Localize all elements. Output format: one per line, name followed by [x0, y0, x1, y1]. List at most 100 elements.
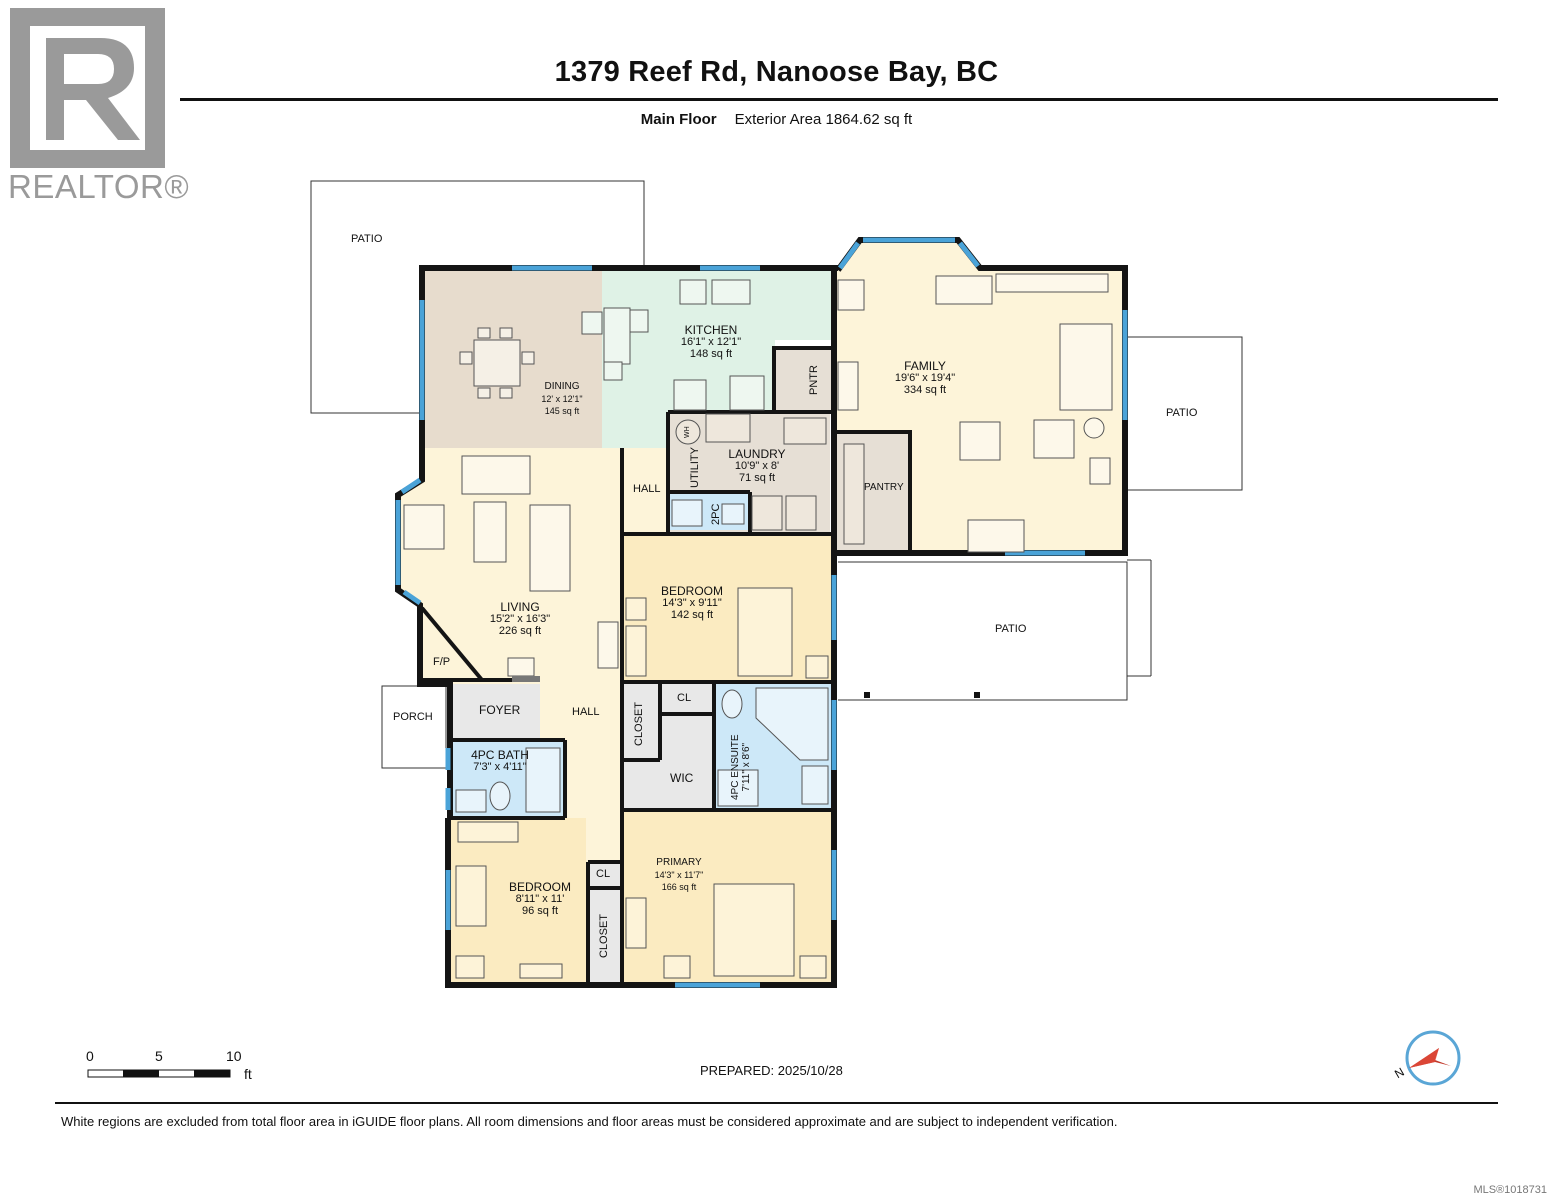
room-name: PRIMARY: [656, 857, 702, 868]
footer-rule: [55, 1102, 1498, 1104]
room-area: 226 sq ft: [498, 625, 542, 637]
room-area: 71 sq ft: [738, 472, 776, 484]
floor-name: Main Floor: [640, 111, 717, 128]
prepared-date: PREPARED: 2025/10/28: [700, 1063, 843, 1078]
room-area: 96 sq ft: [521, 905, 559, 917]
room-name: 4PC ENSUITE: [730, 734, 741, 800]
room-living: LIVING 15'2" x 16'3" 226 sq ft: [490, 601, 550, 637]
room-area: 334 sq ft: [903, 384, 947, 396]
sofa-living-2: [529, 504, 571, 592]
bed-1: [737, 587, 793, 677]
scale-tick-0: 0: [86, 1048, 94, 1064]
foyer-floor: [450, 684, 540, 740]
cl-b-floor: [588, 862, 622, 886]
fridge: [729, 375, 765, 411]
room-bedroom-1: BEDROOM 14'3" x 9'11" 142 sq ft: [661, 585, 723, 621]
kitchen-island: [603, 307, 631, 365]
label-closet-a: CLOSET: [633, 701, 645, 746]
patio-nw-outline: [310, 180, 645, 414]
bed-primary: [713, 883, 795, 977]
coffee-table: [473, 501, 507, 563]
room-name: LIVING: [500, 600, 540, 614]
label-cl-a: CL: [677, 692, 692, 704]
room-area: 148 sq ft: [689, 348, 733, 360]
bathtub-4pc: [525, 747, 561, 813]
realtor-wordmark: REALTOR®: [8, 168, 190, 205]
exterior-area: Exterior Area 1864.62 sq ft: [734, 111, 913, 128]
room-family: FAMILY 19'6" x 19'4" 334 sq ft: [895, 360, 955, 396]
room-dims: 14'3" x 11'7": [654, 870, 704, 880]
title-rule: [180, 98, 1498, 101]
label-patio-se: PATIO: [995, 623, 1027, 635]
room-dims: 12' x 12'1": [541, 394, 583, 404]
label-closet-b: CLOSET: [598, 913, 610, 958]
stove: [673, 379, 707, 411]
label-hall-upper: HALL: [633, 483, 661, 495]
label-pantry: PANTRY: [864, 482, 904, 493]
room-name: FAMILY: [904, 359, 946, 373]
room-primary: PRIMARY 14'3" x 11'7" 166 sq ft: [655, 857, 704, 893]
room-dims: 8'11" x 11': [515, 893, 565, 905]
room-name: BEDROOM: [508, 880, 572, 894]
room-name: DINING: [544, 381, 580, 392]
porch-outline: [381, 685, 447, 769]
room-area: 142 sq ft: [670, 609, 714, 621]
page-title: 1379 Reef Rd, Nanoose Bay, BC: [554, 56, 999, 88]
room-dims: 16'1" x 12'1": [680, 336, 742, 348]
mls-watermark: MLS®1018731: [1473, 1184, 1547, 1196]
label-pntr: PNTR: [808, 365, 820, 395]
label-hall-lower: HALL: [572, 706, 600, 718]
label-cl-b: CL: [596, 868, 611, 880]
realtor-logo: REALTOR®: [8, 8, 189, 208]
corner-tub: [755, 687, 829, 761]
room-kitchen: KITCHEN 16'1" x 12'1" 148 sq ft: [681, 324, 741, 360]
disclaimer: White regions are excluded from total fl…: [61, 1114, 1118, 1129]
room-dims: 19'6" x 19'4": [894, 372, 956, 384]
label-2pc: 2PC: [710, 503, 722, 525]
room-dims: 14'3" x 9'11": [662, 597, 722, 609]
sink: [711, 279, 751, 305]
sofa-living: [461, 455, 531, 495]
room-name: BEDROOM: [660, 584, 724, 598]
room-ensuite: 4PC ENSUITE 7'11" x 8'6": [730, 734, 752, 800]
scale-unit: ft: [244, 1066, 252, 1082]
kitchen-floor: [602, 270, 833, 448]
label-porch: PORCH: [393, 711, 433, 723]
closets-floor: [622, 684, 714, 810]
pntr-floor: [775, 348, 835, 412]
room-bedroom-2: BEDROOM 8'11" x 11' 96 sq ft: [509, 881, 571, 917]
room-name: LAUNDRY: [728, 447, 786, 461]
room-dims: 10'9" x 8': [734, 460, 780, 472]
hall-upper-floor: [622, 448, 668, 534]
room-name: 4PC BATH: [471, 748, 529, 762]
label-utility: UTILITY: [689, 447, 701, 488]
label-patio-nw: PATIO: [351, 233, 383, 245]
label-foyer: FOYER: [479, 703, 521, 717]
room-area: 145 sq ft: [544, 406, 580, 416]
room-area: 166 sq ft: [661, 882, 697, 892]
label-patio-e: PATIO: [1166, 407, 1198, 419]
family-sofa: [1059, 323, 1113, 411]
room-4pc-bath: 4PC BATH 7'3" x 4'11": [471, 749, 529, 773]
room-dims: 15'2" x 16'3": [489, 613, 551, 625]
label-wic: WIC: [670, 771, 694, 785]
north-compass: N: [1392, 1028, 1467, 1088]
label-fp: F/P: [433, 656, 451, 668]
floor-plan: [310, 180, 1243, 988]
label-wh: WH: [684, 426, 691, 438]
bedroom1-floor: [622, 536, 832, 682]
scale-tick-5: 5: [155, 1048, 163, 1064]
room-name: KITCHEN: [684, 323, 738, 337]
patio-se-outline: [838, 561, 1128, 701]
floor-subtitle: Main Floor Exterior Area 1864.62 sq ft: [0, 111, 1553, 128]
room-dims: 7'11" x 8'6": [741, 742, 752, 792]
room-laundry: LAUNDRY 10'9" x 8' 71 sq ft: [728, 448, 785, 484]
scale-bar: 0 5 10 ft: [80, 1048, 270, 1088]
scale-tick-10: 10: [226, 1048, 242, 1064]
outer-wall-family: [835, 237, 1128, 556]
hall-lower-floor: [540, 684, 622, 862]
dining-table: [473, 339, 521, 387]
room-dims: 7'3" x 4'11": [473, 761, 527, 773]
closet-b-floor: [588, 888, 622, 982]
room-dining: DINING 12' x 12'1" 145 sq ft: [541, 381, 582, 417]
